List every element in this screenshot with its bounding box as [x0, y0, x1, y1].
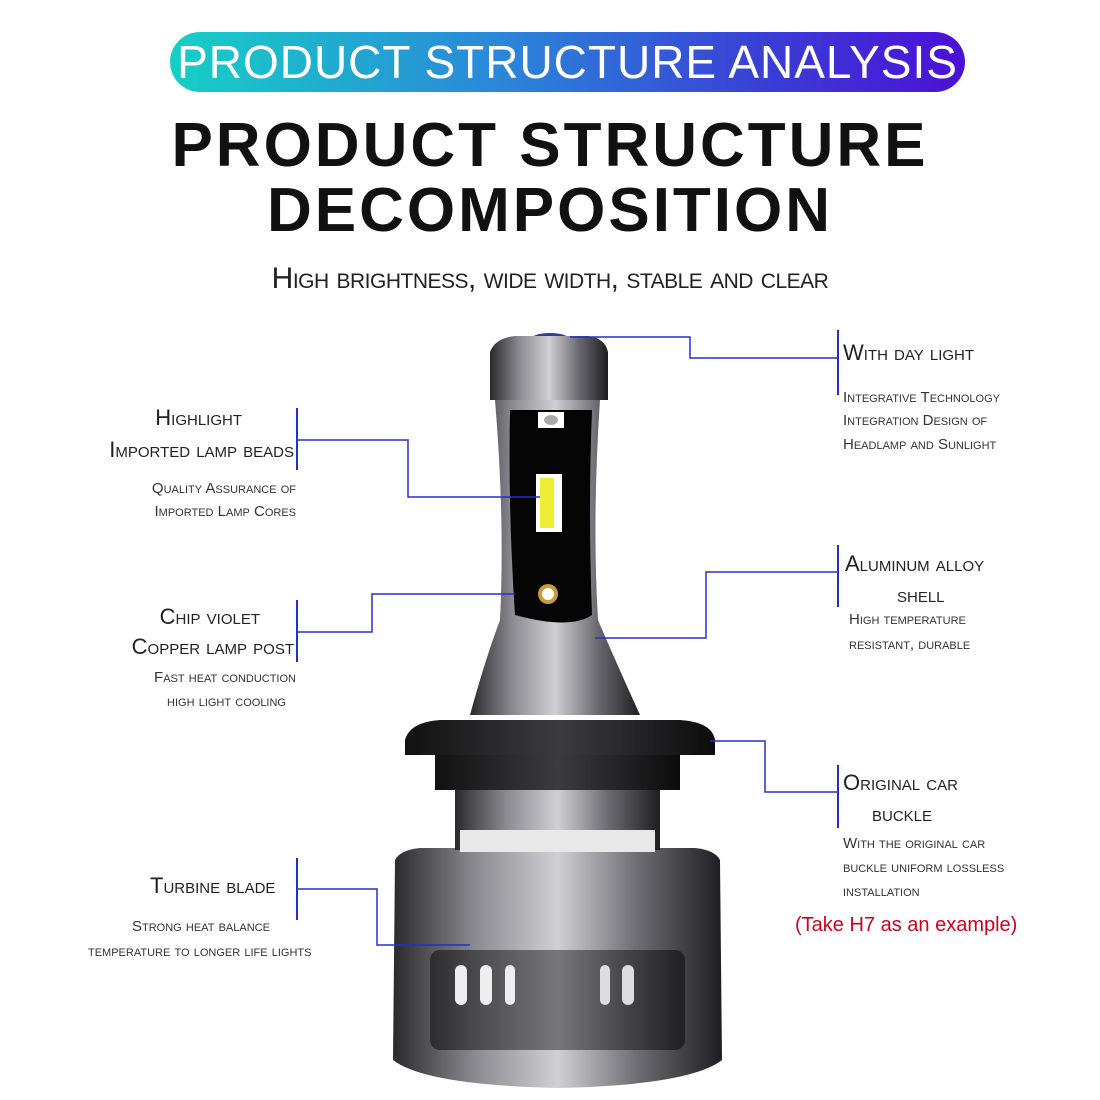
- day-light-title: With day light: [843, 340, 975, 365]
- callout-bar: [296, 858, 298, 920]
- callout-bar: [837, 545, 839, 607]
- callout-bar: [837, 765, 839, 828]
- turbine-desc-1: Strong heat balance: [132, 918, 270, 935]
- aluminum-title-2: shell: [897, 582, 945, 607]
- callout-bar: [296, 600, 298, 662]
- aluminum-title-1: Aluminum alloy: [845, 551, 985, 576]
- buckle-desc-2: buckle uniform lossless: [843, 859, 1005, 876]
- chip-title-2: Copper lamp post: [131, 634, 294, 659]
- buckle-desc-3: installation: [843, 883, 920, 900]
- bulb-neck: [470, 400, 640, 715]
- callout-bar: [296, 408, 298, 470]
- connector-aluminum: [595, 571, 838, 639]
- connector-lamp-beads: [297, 439, 540, 498]
- chip-desc-2: high light cooling: [167, 693, 286, 710]
- page-subtitle: High brightness, wide width, stable and …: [271, 262, 829, 295]
- connector-lines: [297, 336, 838, 946]
- page-title-line-1: PRODUCT STRUCTURE: [171, 111, 929, 180]
- day-light-desc-2: Integration Design of: [843, 412, 988, 429]
- bulb-head-cap: [490, 333, 608, 400]
- lamp-beads-title-1: Highlight: [155, 405, 242, 430]
- day-light-desc-3: Headlamp and Sunlight: [843, 436, 997, 453]
- lamp-beads-desc-2: Imported Lamp Cores: [154, 503, 297, 520]
- buckle-title-1: Original car: [843, 770, 958, 795]
- connector-day-light: [570, 336, 838, 359]
- chip-desc-1: Fast heat conduction: [154, 669, 296, 686]
- day-light-desc-1: Integrative Technology: [843, 389, 1000, 406]
- aluminum-desc-2: resistant, durable: [849, 636, 971, 653]
- connector-buckle: [710, 740, 838, 793]
- turbine-title: Turbine blade: [150, 873, 276, 898]
- buckle-desc-1: With the original car: [843, 835, 986, 852]
- page-title-line-2: DECOMPOSITION: [266, 176, 834, 245]
- turbine-desc-2: temperature to longer life lights: [88, 943, 312, 960]
- example-note: (Take H7 as an example): [795, 914, 1018, 936]
- lamp-beads-title-2: Imported lamp beads: [109, 437, 294, 462]
- aluminum-desc-1: High temperature: [849, 611, 966, 628]
- callout-bar: [837, 330, 839, 395]
- bulb-buckle: [405, 720, 715, 790]
- bulb-base: [393, 848, 722, 1088]
- header-banner: PRODUCT STRUCTURE ANALYSIS: [170, 32, 965, 92]
- buckle-title-2: buckle: [872, 801, 933, 826]
- connector-chip: [297, 593, 515, 633]
- chip-title-1: Chip violet: [159, 604, 260, 629]
- lamp-beads-desc-1: Quality Assurance of: [151, 480, 296, 497]
- connector-turbine: [297, 888, 470, 946]
